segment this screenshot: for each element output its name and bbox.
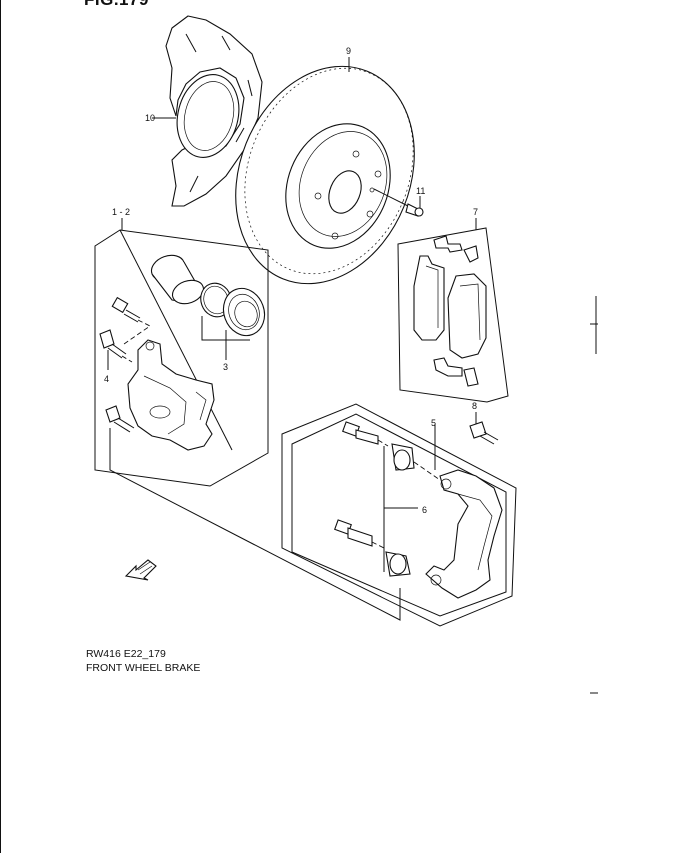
callout-1-2: 1 - 2 [112, 207, 130, 217]
caliper-bracket-box [281, 403, 517, 627]
caliper-bracket[interactable] [425, 469, 503, 599]
brake-pad-clip-upper[interactable] [433, 235, 479, 263]
brake-pad-outer[interactable] [447, 273, 487, 359]
callout-10: 10 [145, 113, 155, 123]
caliper-piston[interactable] [148, 251, 207, 308]
figure-title: FIG.179 [84, 0, 149, 10]
caliper-lower-bolt[interactable] [105, 405, 135, 433]
callout-9: 9 [346, 46, 351, 56]
callout-11: 11 [416, 186, 425, 196]
caliper-body[interactable] [127, 339, 215, 451]
caliper-assembly-box [94, 229, 269, 487]
slide-pin-boot-lower[interactable] [385, 551, 411, 577]
brake-pad-inner[interactable] [413, 255, 445, 341]
brake-pad-clip-lower[interactable] [433, 357, 479, 387]
disc-screw[interactable] [373, 188, 424, 217]
brake-pad-box [397, 227, 509, 403]
slide-pin-boot-upper[interactable] [391, 443, 415, 471]
callout-3: 3 [223, 362, 228, 372]
brake-disc[interactable] [204, 39, 446, 310]
callout-6: 6 [422, 505, 427, 515]
front-direction-arrow-icon [124, 559, 157, 581]
slide-pin-lower[interactable] [334, 519, 373, 547]
bracket-bolt[interactable] [469, 421, 499, 445]
bleeder-screw[interactable] [99, 329, 127, 359]
diagram-name: FRONT WHEEL BRAKE [86, 662, 201, 674]
caliper-bolt[interactable] [111, 296, 141, 323]
piston-boot[interactable] [217, 283, 271, 342]
slide-pin-upper[interactable] [342, 421, 379, 445]
callout-5: 5 [431, 418, 436, 428]
callout-8: 8 [472, 401, 477, 411]
left-border [0, 0, 1, 853]
dust-shield[interactable] [165, 15, 263, 207]
diagram-code: RW416 E22_179 [86, 648, 166, 660]
callout-4: 4 [104, 374, 109, 384]
callout-7: 7 [473, 207, 478, 217]
